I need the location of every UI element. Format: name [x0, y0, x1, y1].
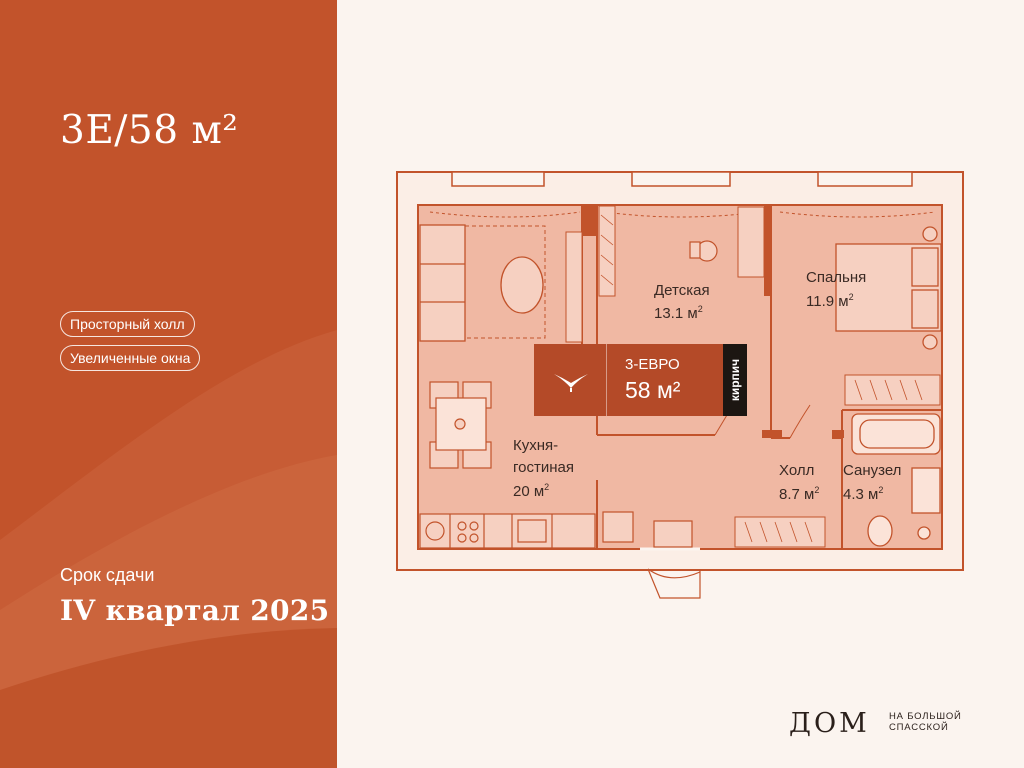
room-area-kitchen: 20 м2 — [513, 482, 550, 500]
badge-area: 58 м² — [625, 377, 681, 403]
badge-divider — [606, 344, 607, 416]
feature-tag-windows: Увеличенные окна — [60, 345, 201, 371]
brand-subtitle: НА БОЛЬШОЙ СПАССКОЙ — [889, 711, 962, 733]
room-name-bathroom: Санузел — [843, 462, 902, 479]
room-area-kids: 13.1 м2 — [654, 304, 703, 322]
room-area-bathroom: 4.3 м2 — [843, 485, 884, 503]
bird-logo-icon — [554, 374, 588, 392]
room-name-kitchen: Кухня- — [513, 437, 559, 454]
material-tag: кирпич — [723, 344, 747, 416]
room-name-hall: Холл — [779, 462, 815, 479]
room-area-hall: 8.7 м2 — [779, 485, 820, 503]
deadline-value: IV квартал 2025 — [60, 594, 330, 627]
room-name-kids: Детская — [654, 282, 710, 299]
apartment-badge: 3-ЕВРО 58 м² кирпич — [534, 344, 747, 416]
room-area-bedroom: 11.9 м2 — [806, 292, 854, 310]
feature-tag-hall: Просторный холл — [60, 311, 195, 337]
room-name-kitchen-2: гостиная — [513, 459, 574, 476]
brand-logo: ДОМ — [789, 708, 870, 739]
decorative-waves — [0, 330, 337, 768]
info-panel: 3Е/58 м² Просторный холл Увеличенные окн… — [0, 0, 337, 768]
apartment-title: 3Е/58 м² — [60, 108, 239, 153]
room-name-bedroom: Спальня — [806, 269, 867, 286]
badge-type: 3-ЕВРО — [625, 356, 680, 373]
deadline-label: Срок сдачи — [60, 565, 155, 585]
